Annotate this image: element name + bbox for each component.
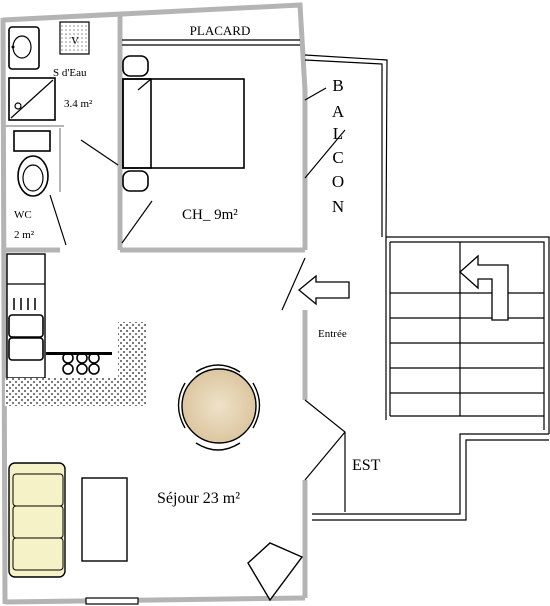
entry-door xyxy=(281,257,306,311)
bedroom-door xyxy=(121,200,153,244)
bathroom-door xyxy=(80,139,119,166)
kitchen xyxy=(5,253,146,406)
toilet-icon xyxy=(17,155,49,197)
sejour-label: Séjour 23 m² xyxy=(157,490,240,507)
entree-label: Entrée xyxy=(318,328,347,340)
bed-icon xyxy=(122,78,245,169)
water-heater-label: V xyxy=(71,35,79,47)
est-label: EST xyxy=(352,457,381,474)
wc-room: WC 2 m² xyxy=(13,128,67,246)
water-heater-icon xyxy=(59,21,90,55)
chambre-label: CH_ 9m² xyxy=(182,207,238,223)
shower-icon xyxy=(8,77,56,121)
salle-eau: V S d'Eau 3.4 m² xyxy=(8,21,119,166)
kitchen-floor-tiles xyxy=(5,322,146,406)
table-icon xyxy=(181,368,257,444)
balcon-letter-6: N xyxy=(332,197,344,216)
bedroom: PLACARD CH_ 9m² xyxy=(121,23,346,244)
placard-label: PLACARD xyxy=(190,23,251,38)
stair-arrow-icon xyxy=(459,254,509,321)
nightstand-top-icon xyxy=(122,55,149,77)
wc-area: 2 m² xyxy=(14,229,35,241)
balcon-letter-2: A xyxy=(332,102,345,121)
balcony: B A L C O N xyxy=(304,54,388,238)
coffee-table-icon xyxy=(81,477,128,562)
wc-label: WC xyxy=(14,209,32,221)
toilet-tank-icon xyxy=(13,130,51,152)
walls xyxy=(0,2,308,605)
nightstand-bottom-icon xyxy=(122,170,149,192)
wc-door xyxy=(49,194,67,246)
kitchen-sink-icon xyxy=(8,314,44,338)
balcon-letter-3: L xyxy=(333,124,343,143)
entry-arrow-icon xyxy=(297,274,350,306)
salle-eau-label: S d'Eau xyxy=(53,67,87,79)
salle-eau-area: 3.4 m² xyxy=(64,98,93,110)
entrance: Entrée EST xyxy=(281,236,550,521)
balcon-letter-5: O xyxy=(332,172,344,191)
armchair-icon xyxy=(247,542,304,602)
window-icon xyxy=(85,597,139,605)
stair-steps xyxy=(390,242,544,417)
living-room: Séjour 23 m² xyxy=(8,364,304,605)
balcon-letter-4: C xyxy=(332,148,343,167)
sofa-icon xyxy=(8,462,66,578)
sink-icon xyxy=(8,26,40,70)
balcon-letter-1: B xyxy=(332,76,343,95)
dining-table xyxy=(177,364,261,451)
